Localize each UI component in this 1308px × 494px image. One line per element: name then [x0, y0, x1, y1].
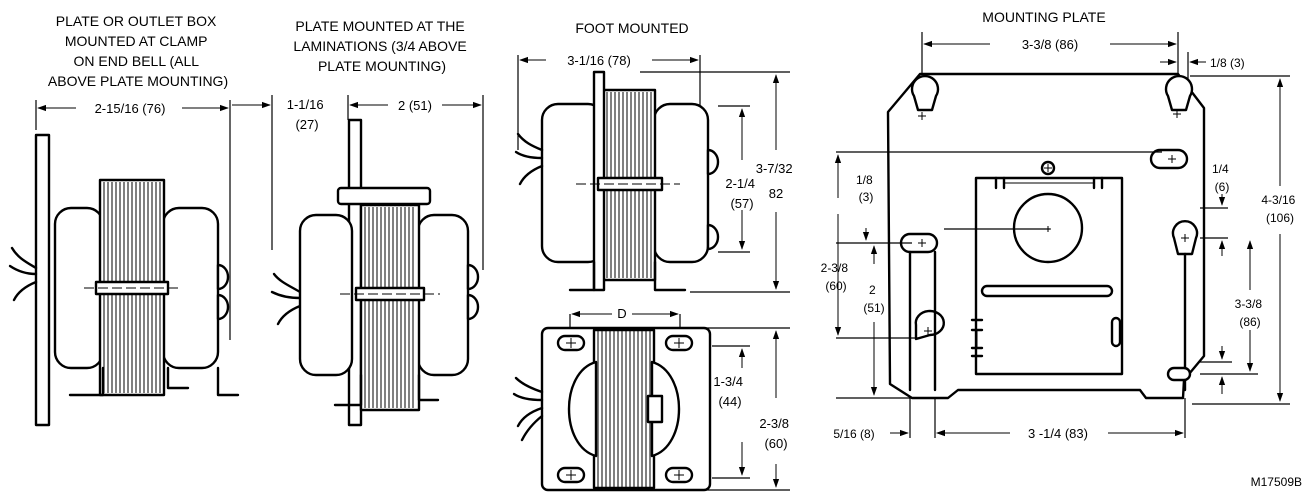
foot-width-dimension: 3-1/16 (78) — [567, 53, 631, 68]
clamp-width-dimension: 2-15/16 (76) — [95, 101, 166, 116]
plate-right-mid-dimension: 3-3/8 (86) — [1235, 297, 1266, 329]
mounting-plate-view: MOUNTING PLATE 3-3/8 (86) 1/8 (3) — [821, 9, 1298, 441]
plate-bottom-left-dimension: 5/16 (8) — [833, 427, 874, 441]
bottom-view: D 1-3/4 (44) 2-3/8 (60) — [512, 306, 792, 492]
foot-mounted-view: FOOT MOUNTED 3-1/16 (78) 3-7/32 82 2-1/4… — [514, 20, 797, 293]
plate-right-small-dimension: 1/4 (6) — [1212, 162, 1232, 194]
lamination-view-title: PLATE MOUNTED AT THE LAMINATIONS (3/4 AB… — [293, 18, 470, 74]
clamp-mounted-view: PLATE OR OUTLET BOX MOUNTED AT CLAMP ON … — [8, 13, 240, 427]
foot-coil-dimension: 2-1/4 (57) — [725, 176, 758, 211]
bottom-outer-dimension: 2-3/8 (60) — [759, 416, 792, 451]
plate-right-tall-dimension: 4-3/16 (106) — [1261, 193, 1298, 225]
clamp-mounting-plate — [34, 133, 51, 427]
plate-edge-dimension: 1/8 (3) — [1210, 56, 1245, 70]
foot-height-dimension: 3-7/32 82 — [756, 161, 797, 201]
plate-left-small-dimension: 1/8 (3) — [856, 173, 876, 204]
clamp-view-title: PLATE OR OUTLET BOX MOUNTED AT CLAMP ON … — [48, 13, 228, 89]
mounting-plate-title: MOUNTING PLATE — [982, 9, 1105, 25]
plate-bottom-width-dimension: 3 -1/4 (83) — [1028, 426, 1088, 441]
lamination-width-dimension: 2 (51) — [398, 98, 432, 113]
bottom-d-label: D — [617, 306, 626, 321]
lamination-mounted-view: PLATE MOUNTED AT THE LAMINATIONS (3/4 AB… — [232, 18, 484, 427]
foot-view-title: FOOT MOUNTED — [575, 20, 688, 36]
plate-top-width-dimension: 3-3/8 (86) — [1022, 37, 1078, 52]
plate-left-inner-dimension: 2 (51) — [863, 283, 884, 315]
plate-left-mid-dimension: 2-3/8 (60) — [821, 261, 852, 293]
lamination-offset-dimension: 1-1/16 (27) — [287, 97, 328, 132]
bottom-inner-dimension: 1-3/4 (44) — [713, 374, 746, 409]
figure-id: M17509B — [1251, 475, 1302, 489]
